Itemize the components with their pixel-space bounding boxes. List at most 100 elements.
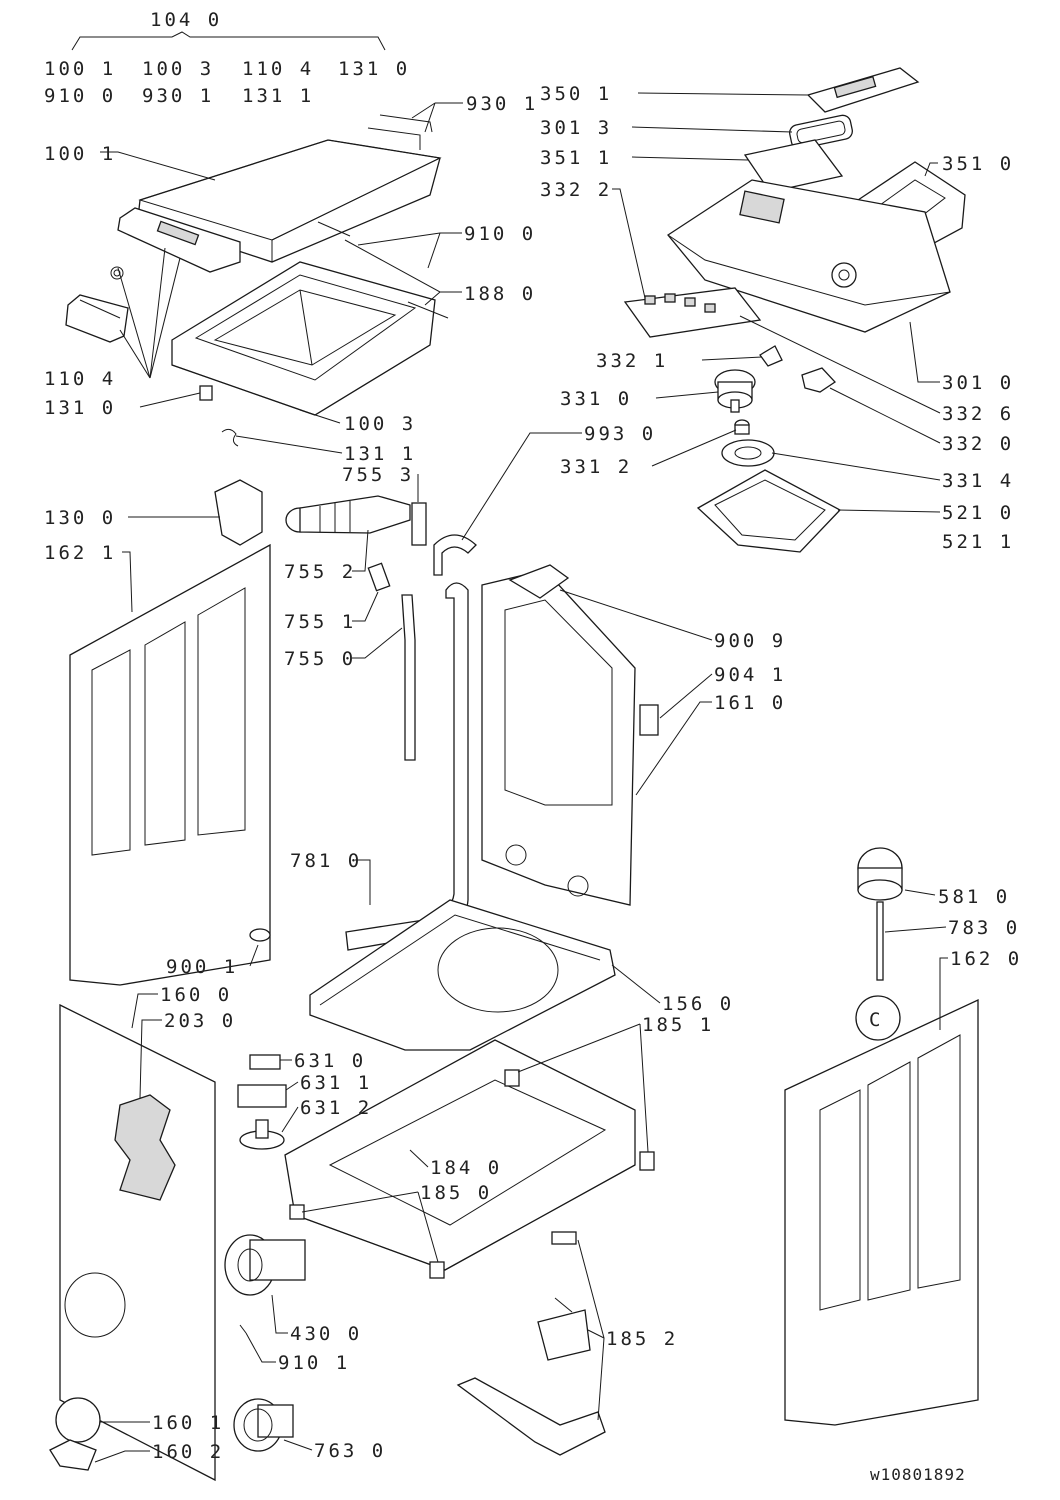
small-cap-part (249, 928, 271, 942)
rear-clip-part (639, 704, 659, 736)
label-160-2: 160 2 (152, 1441, 224, 1463)
label-521-0: 521 0 (942, 502, 1014, 524)
label-351-1: 351 1 (540, 147, 612, 169)
knob-insert-part (734, 419, 750, 435)
label-900-1: 900 1 (166, 956, 238, 978)
label-783-0: 783 0 (948, 917, 1020, 939)
label-160-1: 160 1 (152, 1412, 224, 1434)
pump-filter-part (233, 1398, 294, 1452)
spring-part (221, 428, 239, 447)
drawing-id-label: w10801892 (870, 1465, 966, 1484)
coin-part (855, 995, 901, 1041)
hinge-wire-part (367, 114, 433, 150)
right-side-panel-part (784, 998, 979, 1426)
display-board-part (806, 67, 920, 113)
label-160-0: 160 0 (160, 984, 232, 1006)
top-frame-part (171, 261, 436, 416)
hose-connector-part (367, 562, 391, 592)
label-203-0: 203 0 (164, 1010, 236, 1032)
group-item-1311: 131 1 (242, 85, 314, 107)
rod-part (876, 901, 884, 981)
rear-bracket-part (508, 564, 570, 599)
group-item-1310: 131 0 (338, 58, 410, 80)
label-161-0: 161 0 (714, 692, 786, 714)
front-panel-part (59, 1003, 216, 1482)
door-hook-part (49, 1439, 97, 1471)
button-keys-part (623, 287, 762, 338)
label-755-1: 755 1 (284, 611, 356, 633)
hinge-pin-part (317, 221, 449, 319)
knob-bracket-part (801, 367, 836, 393)
group-item-1001: 100 1 (44, 58, 116, 80)
insulation-part (114, 1094, 176, 1201)
latch-part (199, 385, 213, 401)
lid-handle-part (65, 294, 129, 343)
drain-pump-part (224, 1234, 306, 1296)
label-130-0: 130 0 (44, 507, 116, 529)
knob-part (714, 369, 756, 413)
group-item-1104: 110 4 (242, 58, 314, 80)
label-521-1: 521 1 (942, 531, 1014, 553)
label-631-1: 631 1 (300, 1072, 372, 1094)
label-430-0: 430 0 (290, 1323, 362, 1345)
label-910-1: 910 1 (278, 1352, 350, 1374)
inlet-hose-part (401, 594, 416, 761)
transport-kit-part (456, 1231, 606, 1456)
label-185-0: 185 0 (420, 1182, 492, 1204)
label-993-0: 993 0 (584, 423, 656, 445)
label-332-2: 332 2 (540, 179, 612, 201)
label-332-1: 332 1 (596, 350, 668, 372)
base-tray-part (309, 899, 616, 1051)
label-781-0: 781 0 (290, 850, 362, 872)
label-631-2: 631 2 (300, 1097, 372, 1119)
filter-door-part (55, 1397, 101, 1443)
label-100-1: 100 1 (44, 143, 116, 165)
pressure-switch-part (214, 479, 263, 546)
label-185-2: 185 2 (606, 1328, 678, 1350)
label-904-1: 904 1 (714, 664, 786, 686)
display-window-part (789, 114, 853, 150)
control-housing-part (696, 469, 842, 553)
button-carrier-part (743, 139, 844, 193)
part-labels: 104 0 100 1 100 3 110 4 131 0 910 0 930 … (44, 9, 1020, 1484)
label-763-0: 763 0 (314, 1440, 386, 1462)
bellows-hose-part (285, 495, 411, 534)
rear-panel-part (481, 569, 636, 906)
label-631-0: 631 0 (294, 1050, 366, 1072)
label-331-4: 331 4 (942, 470, 1014, 492)
drain-hose-bend-part (433, 534, 477, 576)
clip-set-part (237, 1054, 287, 1108)
label-910-0: 910 0 (464, 223, 536, 245)
label-110-4: 110 4 (44, 368, 116, 390)
console-panel-part (667, 179, 951, 333)
group-item-9301: 930 1 (142, 85, 214, 107)
left-side-panel-part (69, 543, 271, 986)
label-188-0: 188 0 (464, 283, 536, 305)
label-350-1: 350 1 (540, 83, 612, 105)
label-100-3: 100 3 (344, 413, 416, 435)
foot-part (289, 1069, 655, 1279)
label-332-0: 332 0 (942, 433, 1014, 455)
coin-letter-c: C (869, 1009, 883, 1031)
disc-part (239, 1119, 285, 1150)
label-755-3: 755 3 (342, 464, 414, 486)
label-301-0: 301 0 (942, 372, 1014, 394)
label-755-0: 755 0 (284, 648, 356, 670)
label-581-0: 581 0 (938, 886, 1010, 908)
counterweight-part (857, 847, 903, 901)
label-184-0: 184 0 (430, 1157, 502, 1179)
leader-lines (71, 31, 948, 1463)
label-331-0: 331 0 (560, 388, 632, 410)
screw-part (239, 1324, 247, 1334)
lid-front-cover-part (117, 207, 241, 273)
label-755-2: 755 2 (284, 561, 356, 583)
label-930-1: 930 1 (466, 93, 538, 115)
lid-spring-part (110, 266, 124, 280)
label-331-2: 331 2 (560, 456, 632, 478)
group-item-9100: 910 0 (44, 85, 116, 107)
label-131-0: 131 0 (44, 397, 116, 419)
label-900-9: 900 9 (714, 630, 786, 652)
label-332-6: 332 6 (942, 403, 1014, 425)
label-156-0: 156 0 (662, 993, 734, 1015)
